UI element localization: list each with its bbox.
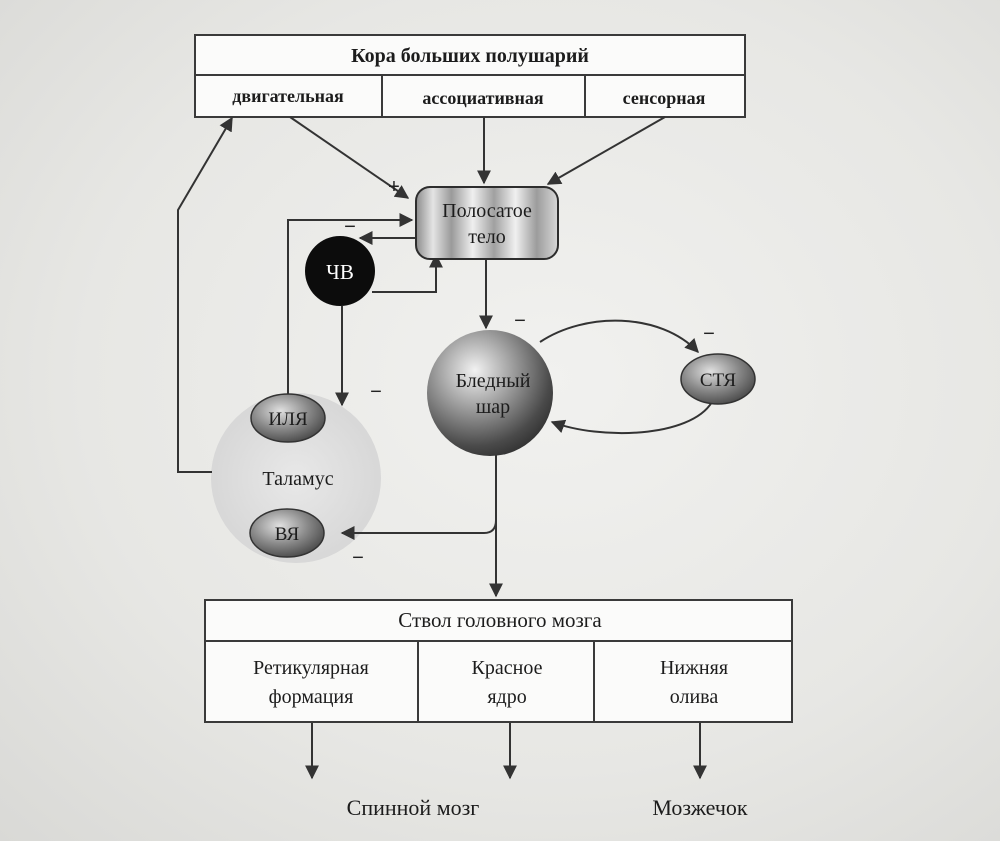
substantia-nigra-label: ЧВ <box>326 260 354 284</box>
subthalamic-nucleus-label: СТЯ <box>700 370 737 391</box>
intralaminar-nucleus: ИЛЯ <box>250 393 326 443</box>
brainstem-table-frame <box>204 599 793 723</box>
intralaminar-nucleus-node <box>250 393 326 443</box>
sign-minus-vya: − <box>352 547 364 569</box>
connection-arrows <box>177 116 713 780</box>
substantia-nigra-node <box>305 236 375 306</box>
cortex-sensory-label: сенсорная <box>623 88 706 108</box>
red-nucleus-line1: Красное <box>472 657 543 679</box>
sign-plus-motor: + <box>388 176 400 198</box>
inferior-olive-line1: Нижняя <box>660 657 728 679</box>
thalamus-label: Таламус <box>262 468 333 490</box>
striatum-label-line1: Полосатое <box>442 200 532 222</box>
reticular-formation-line2: формация <box>269 686 354 708</box>
sign-minus-thalamus: − <box>370 381 382 403</box>
subthalamic-nucleus-node <box>680 353 756 405</box>
arrow-stn-to-pallidus <box>550 401 713 435</box>
globus-pallidus: Бледный шар <box>427 330 553 456</box>
brainstem-title: Ствол головного мозга <box>398 608 602 632</box>
cortex-motor-label: двигательная <box>232 86 344 106</box>
ventral-nucleus: ВЯ <box>249 508 325 558</box>
signs: + − − − − − <box>344 176 715 569</box>
spinal-cord-label: Спинной мозг <box>347 795 480 820</box>
cortex-table: Кора больших полушарий двигательная ассо… <box>194 34 746 118</box>
arrow-sensory-to-striatum <box>546 116 666 185</box>
sign-minus-chv: − <box>344 216 356 238</box>
cerebellum-label: Мозжечок <box>652 795 747 820</box>
arrow-thalamus-to-motor-cortex <box>177 116 233 473</box>
arrow-pallidus-to-stn <box>539 319 699 354</box>
globus-pallidus-sphere <box>427 330 553 456</box>
arrow-chv-to-striatum <box>372 253 443 293</box>
thalamus-body <box>211 393 381 563</box>
thalamus: Таламус <box>211 393 381 563</box>
striatum: Полосатое тело <box>415 186 559 260</box>
substantia-nigra: ЧВ <box>305 236 375 306</box>
globus-pallidus-label-line2: шар <box>476 396 510 418</box>
intralaminar-nucleus-label: ИЛЯ <box>268 409 308 430</box>
arrow-motor-to-striatum <box>289 116 410 199</box>
globus-pallidus-label-line1: Бледный <box>456 370 531 392</box>
sign-minus-stn: − <box>703 323 715 345</box>
inferior-olive-line2: олива <box>670 686 719 708</box>
ventral-nucleus-node <box>249 508 325 558</box>
brainstem-table: Ствол головного мозга Ретикулярная форма… <box>204 599 793 723</box>
arrow-ilya-to-striatum <box>287 213 414 400</box>
striatum-box <box>415 186 559 260</box>
reticular-formation-line1: Ретикулярная <box>253 657 369 679</box>
ventral-nucleus-label: ВЯ <box>275 524 300 545</box>
striatum-label-line2: тело <box>468 226 506 248</box>
subthalamic-nucleus: СТЯ <box>680 353 756 405</box>
red-nucleus-line2: ядро <box>487 686 526 708</box>
cortex-title: Кора больших полушарий <box>351 45 589 67</box>
sign-minus-pallidus: − <box>514 310 526 332</box>
cortex-associative-label: ассоциативная <box>422 88 544 108</box>
